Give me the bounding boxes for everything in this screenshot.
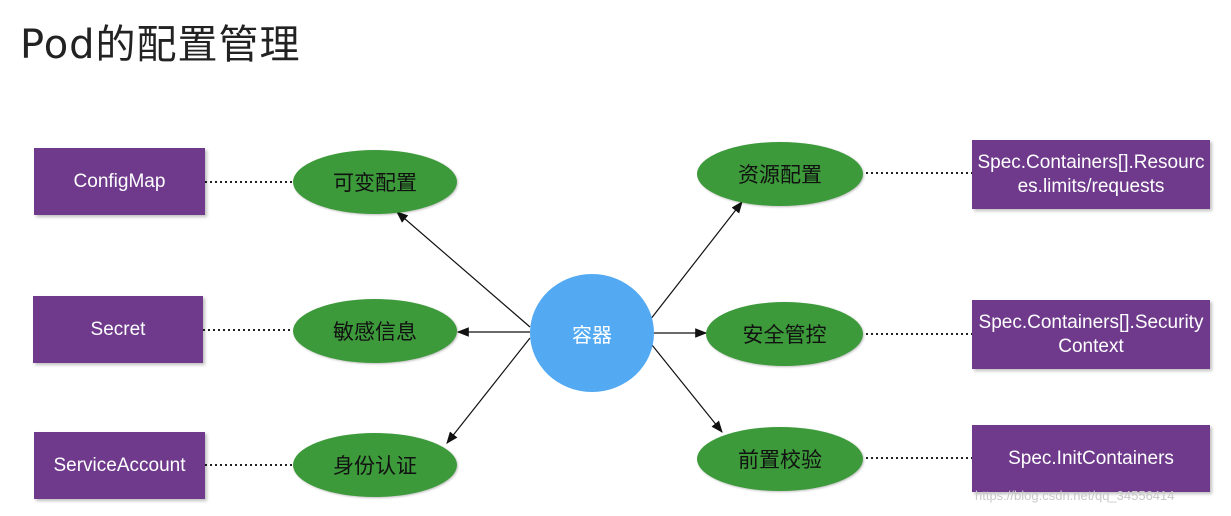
- init-containers-spec-label: Spec.InitContainers: [1008, 447, 1174, 469]
- secret-label: Secret: [90, 318, 146, 340]
- category-sensitive-info: 敏感信息: [293, 299, 457, 363]
- category-pre-check-label: 前置校验: [738, 448, 822, 472]
- category-identity-auth-label: 身份认证: [333, 454, 417, 478]
- configmap-label: ConfigMap: [73, 170, 166, 192]
- container-node-label: 容器: [572, 322, 612, 347]
- serviceaccount-box: ServiceAccount: [34, 432, 205, 499]
- category-resource-config: 资源配置: [697, 142, 863, 206]
- category-pre-check: 前置校验: [697, 427, 863, 491]
- secret-box: Secret: [33, 296, 203, 363]
- watermark: https://blog.csdn.net/qq_34556414: [975, 488, 1175, 503]
- configmap-box: ConfigMap: [34, 148, 205, 215]
- category-mutable-config-label: 可变配置: [333, 171, 417, 195]
- category-security-control-label: 安全管控: [742, 323, 827, 347]
- security-context-spec-box: Spec.Containers[].SecurityContext: [972, 300, 1210, 369]
- arrow-to-mutable-config: [396, 211, 531, 328]
- category-sensitive-info-label: 敏感信息: [333, 320, 417, 344]
- arrow-to-resource-config: [649, 201, 743, 321]
- resources-spec-label: Spec.Containers[].Resources.limits/reque…: [977, 151, 1205, 197]
- arrow-to-pre-check: [651, 344, 723, 433]
- category-resource-config-label: 资源配置: [738, 163, 822, 187]
- category-security-control: 安全管控: [706, 302, 863, 366]
- container-node: 容器: [530, 274, 654, 392]
- security-context-spec-label: Spec.Containers[].SecurityContext: [978, 311, 1204, 357]
- category-mutable-config: 可变配置: [293, 150, 457, 214]
- category-identity-auth: 身份认证: [293, 433, 457, 497]
- serviceaccount-label: ServiceAccount: [53, 454, 186, 476]
- resources-spec-box: Spec.Containers[].Resources.limits/reque…: [972, 140, 1210, 209]
- page-title: Pod的配置管理: [20, 22, 301, 68]
- arrow-to-identity-auth: [446, 337, 531, 444]
- init-containers-spec-box: Spec.InitContainers: [972, 425, 1210, 492]
